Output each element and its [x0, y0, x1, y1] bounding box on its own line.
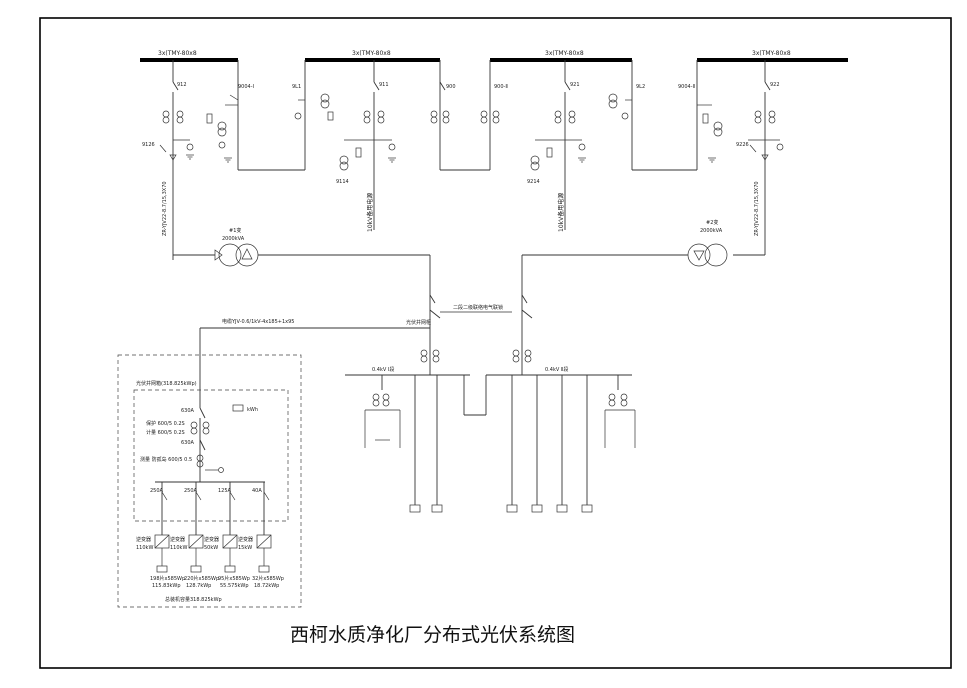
pv-array-2-capacity: 128.7kWp	[186, 583, 211, 589]
transformer-1-name: #1变	[229, 227, 241, 234]
label-9126: 9126	[142, 142, 155, 148]
busbar-1-label: 3x(TMY-80x8	[158, 50, 197, 57]
inverter-4-type: 逆变器	[238, 536, 253, 543]
branch-rating-2: 250A	[184, 488, 198, 494]
label-9004-2: 9004-Ⅱ	[678, 84, 695, 90]
branch-rating-3: 125A	[218, 488, 232, 494]
label-911: 911	[379, 82, 389, 88]
ct-protect-label: 保护 600/5 0.2S	[146, 420, 185, 427]
lv-incomers: 二段二级联络电气联锁 光伏并网柜	[406, 294, 533, 375]
tie-interlock-label: 二段二级联络电气联锁	[453, 304, 503, 311]
pv-array-1-icon	[156, 565, 168, 573]
label-9214: 9214	[527, 179, 540, 185]
branch-rating-4: 40A	[252, 488, 262, 494]
busbar-3-label: 3x(TMY-80x8	[545, 50, 584, 57]
pv-array-3-icon	[224, 565, 236, 573]
pv-cable-label: 电缆YJV-0.6/1kV-4x185+1x95	[222, 318, 294, 325]
label-9004-1: 9004-Ⅰ	[238, 84, 254, 90]
bus-tie-900: 900 900-Ⅱ	[430, 60, 508, 171]
busbar-2-label: 3x(TMY-80x8	[352, 50, 391, 57]
cable-mid1-label: 10kV备用电源	[366, 193, 374, 232]
diagram-title: 西柯水质净化厂分布式光伏系统图	[290, 624, 575, 646]
branch-rating-1: 250A	[150, 488, 164, 494]
inverter-3-power: 50kW	[204, 545, 218, 551]
pv-cable: 电缆YJV-0.6/1kV-4x185+1x95	[199, 318, 430, 408]
label-900: 900	[446, 84, 456, 90]
pv-array-3-modules: 95片x585Wp	[218, 575, 250, 582]
pv-array-1-capacity: 115.83kWp	[152, 583, 181, 589]
ct-measure-label: 测量 防孤岛 600/5 0.5	[140, 456, 192, 463]
feeder-922: 922 9226 ZR-YJV22-8.7/15,3X70	[736, 60, 784, 255]
pv-grid-box	[133, 389, 289, 522]
lv-bus-1-label: 0.4kV Ⅰ段	[372, 366, 394, 373]
busbar-4-label: 3x(TMY-80x8	[752, 50, 791, 57]
inverter-4-power: 15kW	[238, 545, 252, 551]
label-9l1: 9L1	[292, 84, 301, 90]
lv-busbars: 0.4kV Ⅰ段 0.4kV Ⅱ段	[345, 366, 632, 416]
transformer-2-name: #2变	[706, 219, 718, 226]
label-921: 921	[570, 82, 580, 88]
pv-outer-box	[117, 354, 302, 608]
pv-array-3-capacity: 55.575kWp	[220, 583, 249, 589]
label-9226: 9226	[736, 142, 749, 148]
breaker-rating-1: 630A	[181, 408, 195, 414]
cable-mid2-label: 10kV备用电源	[557, 193, 565, 232]
ct-meter-label: 计量 600/5 0.2S	[146, 429, 185, 436]
feeder-921: 921 9214 10kV备用电源	[527, 60, 587, 232]
feeder-912: 912 9126 ZR-YJV22-8.7/15,3X70	[142, 60, 195, 260]
feeder-911: 911 9114 10kV备用电源	[336, 60, 397, 232]
pv-system: 光伏并网箱(318.825kWp) 630A kWh 保护 600/5 0.2S…	[117, 354, 302, 608]
transformer-1-rating: 2000kVA	[222, 236, 245, 242]
feeder-9004-1: 9004-Ⅰ 9L1	[206, 60, 334, 171]
pv-array-1-modules: 198片x585Wp	[150, 575, 185, 582]
transformer-2-rating: 2000kVA	[700, 228, 723, 234]
inverter-3-type: 逆变器	[204, 536, 219, 543]
top-busbars: 3x(TMY-80x8 3x(TMY-80x8 3x(TMY-80x8 3x(T…	[140, 50, 848, 62]
inverter-1-power: 110kW	[136, 545, 153, 551]
pv-array-2-icon	[190, 565, 202, 573]
meter-mark: kWh	[247, 407, 258, 413]
breaker-rating-2: 630A	[181, 440, 195, 446]
pv-array-4-icon	[258, 565, 270, 573]
pv-total-label: 总装机容量318.825kWp	[165, 596, 222, 603]
transformer-1: #1变 2000kVA	[173, 227, 431, 340]
pv-array-2-modules: 220片x585Wp	[184, 575, 219, 582]
label-9114: 9114	[336, 179, 349, 185]
label-922: 922	[770, 82, 780, 88]
label-9l2: 9L2	[636, 84, 645, 90]
inverter-2-type: 逆变器	[170, 536, 185, 543]
transformer-2: #2变 2000kVA	[521, 219, 765, 340]
pv-grid-box-label: 光伏并网箱(318.825kWp)	[136, 380, 197, 387]
pv-array-4-capacity: 18.72kWp	[254, 583, 279, 589]
pv-cabinet-label: 光伏并网柜	[406, 319, 431, 326]
inverter-1-type: 逆变器	[136, 536, 151, 543]
label-912: 912	[177, 82, 187, 88]
lv-bus-2-label: 0.4kV Ⅱ段	[545, 366, 568, 373]
lv-feeders	[364, 375, 636, 513]
cable-left-label: ZR-YJV22-8.7/15,3X70	[162, 181, 168, 236]
feeder-9004-2: 9L2 9004-Ⅱ	[608, 60, 723, 171]
drawing-frame	[39, 17, 952, 669]
inverter-2-power: 110kW	[170, 545, 187, 551]
cable-right-label: ZR-YJV22-8.7/15,3X70	[754, 181, 760, 236]
pv-array-4-modules: 32片x585Wp	[252, 575, 284, 582]
label-900-2: 900-Ⅱ	[494, 84, 508, 90]
